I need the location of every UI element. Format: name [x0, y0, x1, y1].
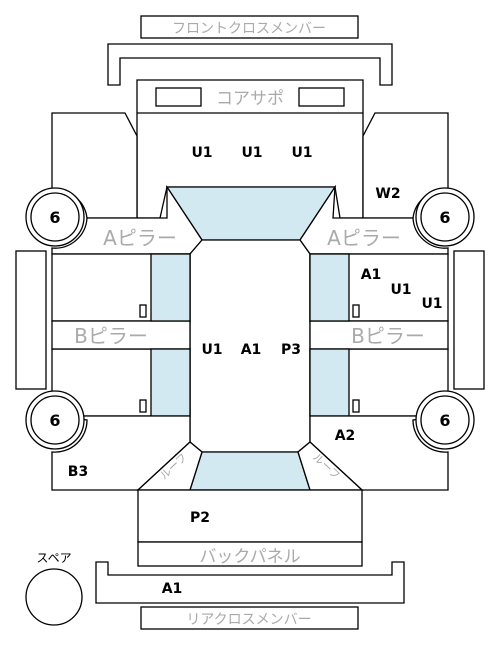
- rear-cross-member[interactable]: [95, 561, 405, 604]
- front-cross-member-box: [140, 15, 359, 39]
- rear-cross-member-label: リアクロスメンバー: [186, 612, 311, 628]
- side-step-right[interactable]: [453, 250, 485, 390]
- front-cross-member-label: フロントクロスメンバー: [172, 21, 326, 37]
- code-rear-cross: A1: [162, 581, 183, 597]
- wheel-rear-right[interactable]: [415, 390, 475, 450]
- back-panel-label: バックパネル: [199, 547, 300, 567]
- spare-label: スペア: [36, 551, 71, 565]
- headlight-right[interactable]: [298, 87, 345, 107]
- front-cross-member[interactable]: [107, 43, 393, 86]
- code-door-fr-1: A1: [361, 267, 382, 283]
- back-panel[interactable]: [137, 541, 363, 567]
- code-hood-3: U1: [291, 145, 312, 161]
- code-quarter-right: A2: [335, 428, 356, 444]
- side-step-left[interactable]: [15, 250, 47, 390]
- code-fender-right: W2: [375, 186, 400, 202]
- front-window-left[interactable]: [150, 253, 191, 322]
- a-pillar-right-label: Aピラー: [327, 226, 401, 250]
- core-support-label: コアサポ: [216, 89, 284, 109]
- code-roof-1: U1: [201, 342, 222, 358]
- spare-tire[interactable]: [25, 568, 83, 626]
- wheel-rear-left-number: 6: [49, 411, 60, 430]
- b-pillar-right-label: Bピラー: [351, 324, 425, 348]
- b-pillar-right[interactable]: [309, 320, 449, 350]
- b-pillar-left[interactable]: [51, 320, 191, 350]
- code-trunk: P2: [190, 510, 210, 526]
- code-door-fr-2: U1: [390, 282, 411, 298]
- rear-quarter-right[interactable]: [309, 415, 449, 491]
- b-pillar-left-label: Bピラー: [74, 324, 148, 348]
- code-roof-2: A1: [241, 342, 262, 358]
- a-pillar-left-label: Aピラー: [103, 226, 177, 250]
- wheel-front-right-number: 6: [439, 208, 450, 227]
- front-handle-right[interactable]: [352, 304, 360, 318]
- wheel-front-left[interactable]: [25, 187, 85, 247]
- code-hood-2: U1: [241, 145, 262, 161]
- headlight-left[interactable]: [155, 87, 202, 107]
- rear-quarter-left[interactable]: [51, 415, 191, 491]
- wheel-rear-right-number: 6: [439, 411, 450, 430]
- rear-cross-member-box: [140, 606, 359, 630]
- rear-handle-left[interactable]: [139, 399, 147, 413]
- trunk-lid[interactable]: [137, 489, 363, 543]
- code-hood-1: U1: [191, 145, 212, 161]
- code-quarter-left: B3: [68, 464, 88, 480]
- code-roof-3: P3: [281, 342, 301, 358]
- code-door-fr-3: U1: [421, 296, 442, 312]
- wheel-front-right[interactable]: [415, 187, 475, 247]
- front-handle-left[interactable]: [139, 304, 147, 318]
- wheel-front-left-number: 6: [49, 208, 60, 227]
- rear-window-left[interactable]: [150, 348, 191, 417]
- front-window-right[interactable]: [309, 253, 350, 322]
- rear-window[interactable]: [189, 451, 311, 491]
- rear-handle-right[interactable]: [352, 399, 360, 413]
- rear-window-right[interactable]: [309, 348, 350, 417]
- wheel-rear-left[interactable]: [25, 390, 85, 450]
